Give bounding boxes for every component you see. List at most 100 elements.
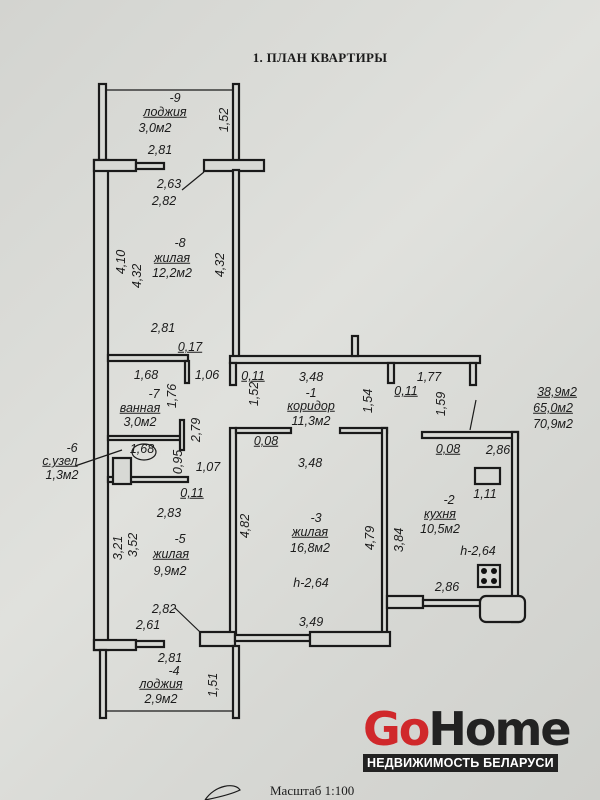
- dimension: 4,10: [113, 249, 128, 275]
- dimension: 2,81: [157, 650, 183, 665]
- window: [233, 633, 312, 643]
- room-3-number: -3: [310, 510, 322, 525]
- dimension: 1,54: [360, 388, 375, 414]
- plan-title: 1. ПЛАН КВАРТИРЫ: [252, 50, 388, 65]
- wall: [231, 644, 241, 720]
- scale-label: Масштаб 1:100: [270, 783, 355, 798]
- room-6-area: 1,3м2: [45, 467, 79, 482]
- dimension: 2,61: [135, 617, 161, 632]
- total-area: 65,0м2: [533, 400, 573, 415]
- dimension: 1,68: [133, 367, 159, 382]
- room-4-number: -4: [168, 663, 180, 678]
- dimension: 0,08: [435, 441, 461, 456]
- dimension: 2,86: [485, 442, 511, 457]
- dimension: 3,48: [298, 369, 324, 384]
- dimension: 1,68: [129, 441, 155, 456]
- total-area-with-loggias: 70,9м2: [533, 416, 573, 431]
- room-1-name: коридор: [287, 398, 335, 413]
- dimension: 0,17: [177, 339, 203, 354]
- wall: [92, 158, 138, 173]
- dimension: 1,11: [473, 486, 497, 501]
- wall-stub: [228, 361, 238, 387]
- wall: [231, 168, 241, 362]
- wall: [338, 426, 389, 435]
- dimension: 3,84: [391, 527, 406, 553]
- wall: [510, 430, 520, 624]
- room-7-area: 3,0м2: [123, 414, 157, 429]
- dimension: 2,82: [151, 601, 177, 616]
- window: [134, 639, 166, 649]
- stove-icon: [476, 563, 502, 589]
- gohome-logo: GoHome НЕДВИЖИМОСТЬ БЕЛАРУСИ: [363, 706, 572, 772]
- window: [421, 598, 482, 608]
- dimension: 3,52: [125, 532, 140, 558]
- dimension: 4,82: [237, 513, 252, 539]
- room-2-number: -2: [443, 492, 455, 507]
- dimension: 4,32: [212, 252, 227, 278]
- dimension: 4,79: [362, 525, 377, 551]
- wall: [106, 434, 185, 442]
- dimension: 1,76: [164, 383, 179, 409]
- logo-tagline: НЕДВИЖИМОСТЬ БЕЛАРУСИ: [363, 754, 558, 772]
- dimension: 2,81: [147, 142, 173, 157]
- dimension: 1,59: [433, 391, 448, 417]
- room-6-number: -6: [66, 440, 78, 455]
- wall: [228, 426, 238, 640]
- logo-home: Home: [428, 702, 571, 756]
- room-8-number: -8: [174, 235, 186, 250]
- dimension: 2,81: [150, 320, 176, 335]
- room-5-area: 9,9м2: [153, 563, 187, 578]
- wall: [385, 594, 425, 610]
- wall: [198, 630, 237, 648]
- room-7-name: ванная: [119, 400, 161, 415]
- room-2-height: h-2,64: [460, 543, 496, 558]
- room-8-area: 12,2м2: [152, 265, 192, 280]
- room-6-name: с.узел: [42, 453, 78, 468]
- wall: [178, 418, 186, 452]
- wall: [231, 82, 241, 164]
- wall: [98, 648, 108, 720]
- room-5-name: жилая: [152, 546, 190, 561]
- wall: [478, 594, 527, 624]
- wall-stub: [386, 361, 396, 385]
- dimension: 1,52: [216, 107, 231, 133]
- toilet-cistern: [111, 456, 133, 486]
- room-4-name: лоджия: [139, 676, 183, 691]
- dimension: 1,06: [194, 367, 220, 382]
- dimension: 2,82: [151, 193, 177, 208]
- dimension: 4,32: [129, 263, 144, 289]
- wall: [420, 430, 520, 440]
- outer-wall-left: [92, 158, 110, 652]
- room-9-area: 3,0м2: [138, 120, 172, 135]
- window: [134, 161, 166, 171]
- dimension: 3,49: [298, 614, 324, 629]
- signature: [204, 785, 241, 800]
- room-9-number: -9: [169, 90, 181, 105]
- room-3-height: h-2,64: [293, 575, 329, 590]
- dimension: 1,77: [416, 369, 442, 384]
- wall: [106, 475, 190, 484]
- wall: [106, 353, 190, 363]
- room-8-name: жилая: [153, 250, 191, 265]
- dimension: 1,52: [246, 381, 261, 407]
- dimension: 0,08: [253, 433, 279, 448]
- room-1-area: 11,3м2: [291, 413, 331, 428]
- dimension: 0,11: [394, 383, 418, 398]
- room-3-area: 16,8м2: [290, 540, 330, 555]
- wall: [97, 82, 108, 164]
- dimension: 0,11: [241, 368, 265, 383]
- dimension: 0,95: [170, 449, 185, 475]
- wall: [380, 426, 389, 644]
- logo-go: Go: [363, 702, 430, 756]
- dimension: 2,86: [434, 579, 460, 594]
- wall: [92, 638, 138, 652]
- sink: [473, 466, 502, 486]
- wall-stub: [468, 361, 478, 387]
- room-7-number: -7: [148, 386, 160, 401]
- room-2-area: 10,5м2: [420, 521, 460, 536]
- room-5-number: -5: [174, 531, 186, 546]
- dimension: 1,51: [205, 672, 220, 698]
- dimension: 3,21: [110, 535, 125, 561]
- room-2-name: кухня: [424, 506, 456, 521]
- dimension: 1,07: [195, 459, 221, 474]
